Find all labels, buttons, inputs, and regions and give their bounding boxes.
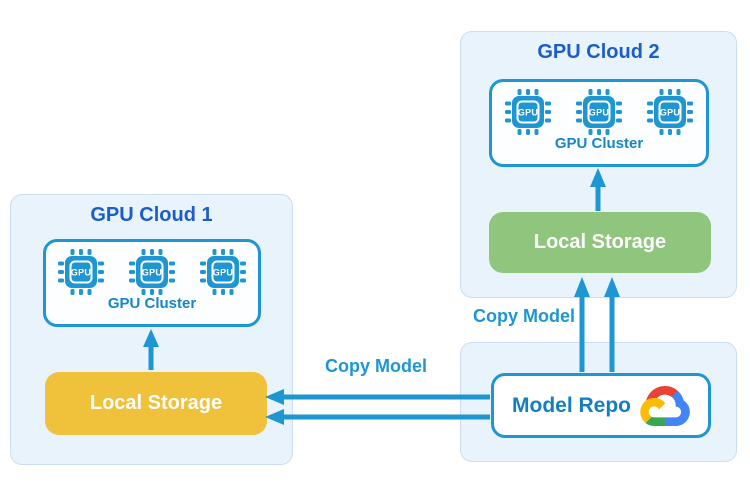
arrow-repo-to-storage1-a [265,389,490,405]
gpu-chip-label: GPU [589,108,609,118]
gpu-chip-icon: GPU [505,89,551,135]
gpu-chip-row: GPU GPU [505,89,693,135]
local-storage-1: Local Storage [45,372,267,435]
gpu-cloud-1-title: GPU Cloud 1 [90,204,213,226]
gpu-chip-label: GPU [213,268,233,278]
gpu-cluster-1-label: GPU Cluster [107,295,197,312]
gpu-cloud-2-container: GPU Cloud 2 GPU [460,31,737,298]
copy-model-label-right: Copy Model [473,306,575,326]
gpu-cluster-2: GPU GPU [489,79,709,167]
model-repo-label: Model Repo [512,393,631,417]
gpu-cluster-2-label: GPU Cluster [554,135,644,152]
model-repo-box: Model Repo [491,373,711,438]
gpu-chip-label: GPU [518,108,538,118]
arrow-repo-to-storage1-b [265,409,490,425]
gpu-cloud-2-title: GPU Cloud 2 [537,41,660,63]
gpu-chip-label: GPU [71,268,91,278]
google-cloud-icon [640,385,690,426]
gpu-chip-icon: GPU [200,249,246,295]
gpu-chip-icon: GPU [647,89,693,135]
copy-model-label-left: Copy Model [325,356,427,376]
local-storage-2: Local Storage [489,212,711,273]
gpu-chip-label: GPU [142,268,162,278]
gpu-cluster-1: GPU GPU [43,239,261,327]
gpu-chip-row: GPU GPU [58,249,246,295]
gpu-chip-icon: GPU [129,249,175,295]
gpu-chip-label: GPU [660,108,680,118]
gpu-chip-icon: GPU [576,89,622,135]
gpu-cloud-1-container: GPU Cloud 1 GPU [10,194,293,465]
gpu-chip-icon: GPU [58,249,104,295]
model-repo-container: Model Repo [460,342,737,462]
